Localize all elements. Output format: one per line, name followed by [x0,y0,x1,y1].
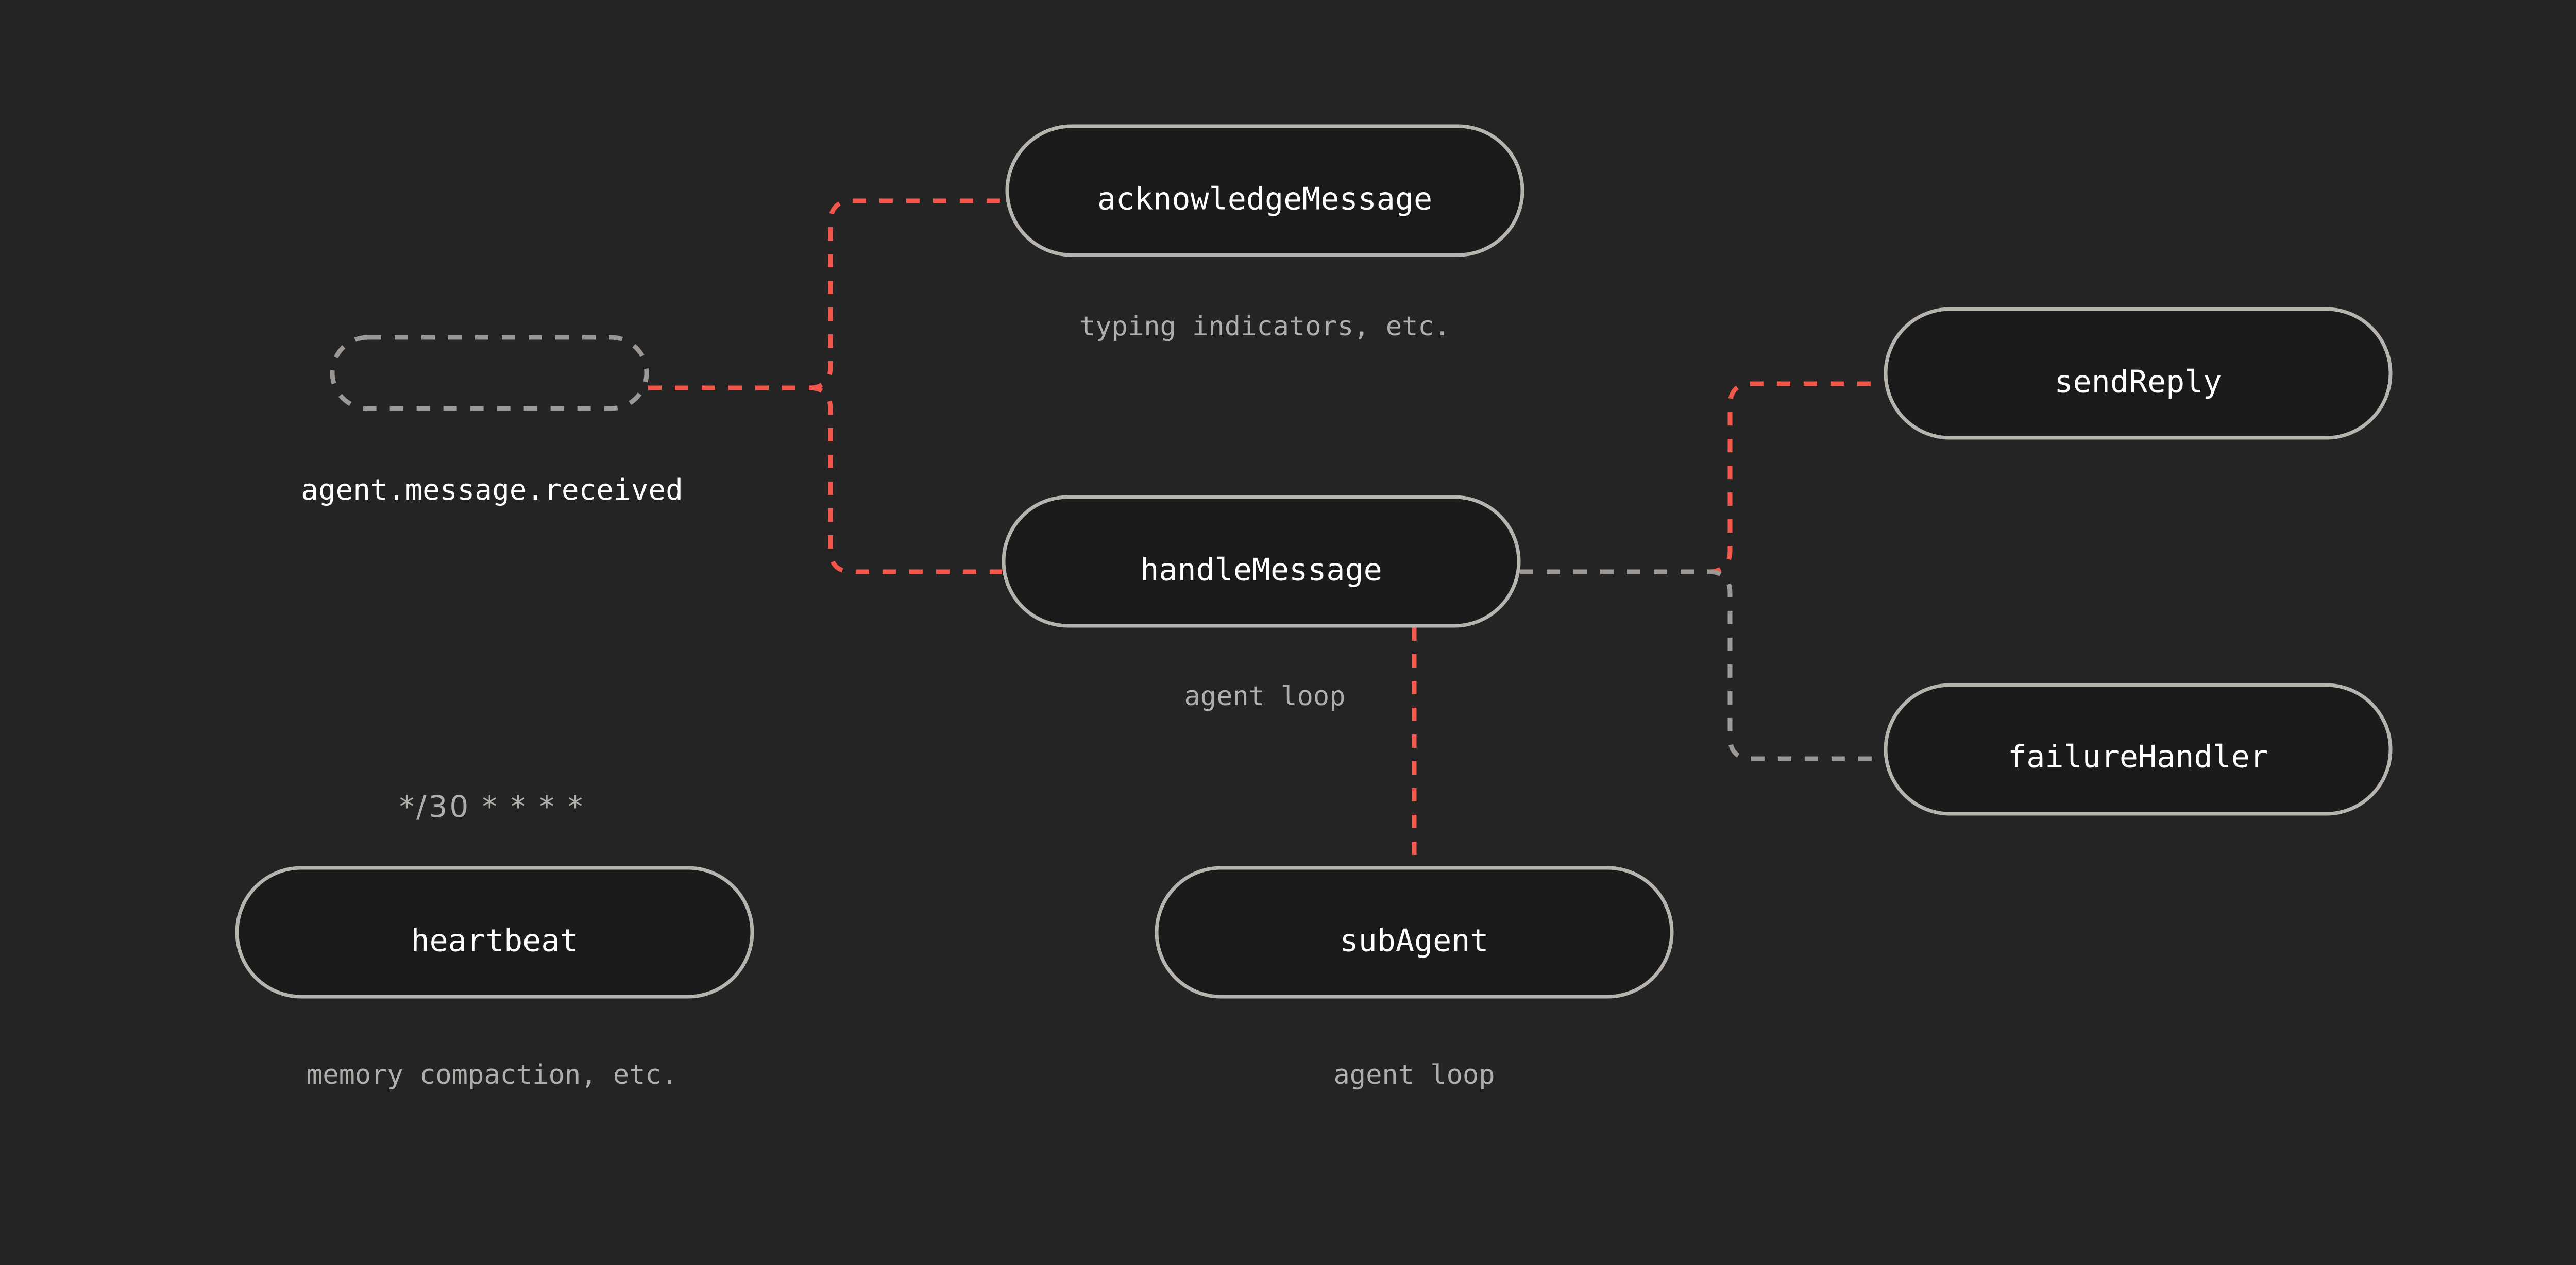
node-subAgent[interactable] [1155,866,1674,999]
edge-trigger-to-acknowledgeMessage [648,198,1006,390]
node-label-subAgent: subAgent [1340,923,1489,959]
trigger-node-agent-message-received[interactable] [330,335,649,411]
node-caption-subAgent: agent loop [1333,1059,1495,1090]
node-label-sendReply: sendReply [2054,364,2222,400]
node-caption-acknowledgeMessage: typing indicators, etc. [1079,311,1450,342]
trigger-label-cron-heartbeat: */30 * * * * [399,789,585,824]
node-failureHandler[interactable] [1884,683,2393,816]
node-heartbeat[interactable] [235,866,754,999]
node-acknowledgeMessage[interactable] [1005,124,1524,257]
node-sendReply[interactable] [1884,307,2393,440]
edge-handleMessage-to-sendReply [1520,381,1884,574]
node-label-acknowledgeMessage: acknowledgeMessage [1097,181,1432,217]
node-label-heartbeat: heartbeat [411,923,578,959]
node-label-handleMessage: handleMessage [1140,552,1382,588]
node-handleMessage[interactable] [1002,495,1521,628]
node-caption-heartbeat: memory compaction, etc. [307,1059,677,1090]
node-label-failureHandler: failureHandler [2008,739,2268,775]
edge-trigger-to-handleMessage [648,385,1002,574]
trigger-label-agent-message-received: agent.message.received [301,473,683,507]
edge-handleMessage-to-failureHandler [1520,569,1884,761]
node-caption-handleMessage: agent loop [1184,681,1345,712]
